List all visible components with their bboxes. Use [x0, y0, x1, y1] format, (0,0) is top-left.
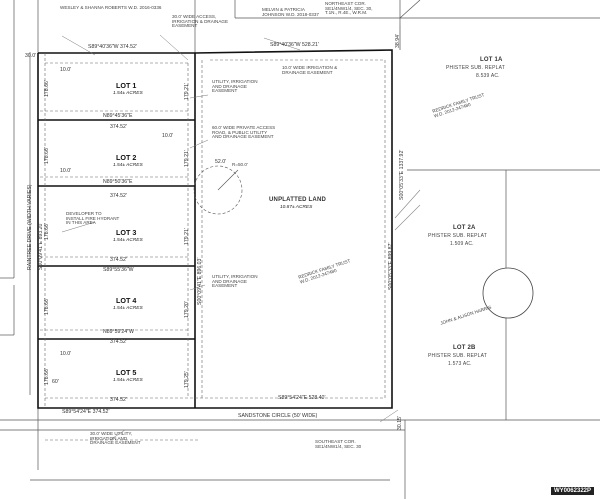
lot-1-depth-east: 179.21' [184, 83, 190, 100]
lot-2a-label: LOT 2A [453, 225, 476, 231]
leader-line [189, 139, 209, 149]
dim-label: 30.0' [25, 53, 37, 59]
south-bearing-east: S89°54'24"E 528.40' [278, 395, 326, 401]
north-bearing-east: S89°40'36"W 528.21' [270, 42, 319, 48]
leader-line [61, 35, 96, 56]
lot-3-acres: 1.54± ACRES [113, 238, 143, 243]
lot-4-depth: 178.66' [44, 298, 50, 315]
lot-5-label: LOT 5 [116, 368, 137, 377]
radius-label: R=50.0' [232, 162, 248, 167]
lot-2-bottom-bearing: N89°50'36"E [103, 179, 133, 185]
lot-3-label: LOT 3 [116, 228, 137, 237]
radius-line [217, 169, 239, 191]
lot-1a-acres: 8.539 AC. [476, 73, 500, 79]
dim-label: 10.0' [60, 351, 72, 357]
boundary-line [399, 0, 421, 19]
lot-4-acres: 1.54± ACRES [113, 306, 143, 311]
lot-5-depth-east: 179.25' [184, 371, 190, 388]
leader-line [263, 37, 301, 51]
easement-note-top: 30.0' WIDE ACCESS, IRRIGATION & DRAINAGE… [172, 14, 229, 29]
cul-de-sac [193, 165, 243, 215]
sandstone-circle-label: SANDSTONE CIRCLE (50' WIDE) [238, 413, 318, 419]
lot-1-depth: 178.66' [44, 80, 50, 97]
southeast-corner-label: SOUTHEAST COR. SE1/4NW1/4, SEC. 30 [315, 439, 362, 449]
lot-3-bottom-bearing: S89°55'36"W [103, 267, 134, 273]
lot-1-bottom-bearing: N89°45'36"E [103, 113, 133, 119]
lot-2a-acres: 1.509 AC. [450, 241, 474, 247]
lot-3-depth: 178.66' [44, 223, 50, 240]
lot-width: 374.52' [110, 397, 127, 403]
lot-1a-label: LOT 1A [480, 57, 503, 63]
lot-2b-label: LOT 2B [453, 345, 476, 351]
lot-4-depth-east: 179.20' [184, 301, 190, 318]
lot-5-depth: 178.66' [44, 368, 50, 385]
owner-label-nw: WESLEY & SHANNA ROBERTS W.D. 2016-0336 [60, 5, 162, 10]
raintree-drive-label: RAINTREE DRIVE (WIDTH VARIES) [27, 184, 33, 270]
bottom-easement-note: 30.0' WIDE UTILITY, IRRIGATION AND DRAIN… [90, 431, 141, 446]
owner-label-ne: MELVIN & PATRICIA JOHNSON W.D. 2018-0337 [262, 7, 319, 17]
leader-line [109, 429, 126, 441]
lot-1a-sub: PHISTER SUB. REPLAT [446, 65, 505, 71]
lot-3-depth-east: 179.21' [184, 228, 190, 245]
lot-2-depth-east: 179.21' [184, 150, 190, 167]
lot-width: 374.52' [110, 193, 127, 199]
lot-5-acres: 1.54± ACRES [113, 378, 143, 383]
irrigation-easement-note: 10.0' WIDE IRRIGATION & DRAINAGE EASEMEN… [282, 65, 338, 75]
dim-label: 10.0' [60, 67, 72, 73]
northeast-corner-label: NORTHEAST COR. SE1/4NW1/4, SEC. 30, T.1N… [325, 1, 373, 16]
leader-line [61, 221, 96, 233]
leader-line [379, 409, 399, 423]
lot-2-label: LOT 2 [116, 153, 137, 162]
unplatted-land-label: UNPLATTED LAND [269, 197, 327, 203]
lot-2b-sub: PHISTER SUB. REPLAT [428, 353, 487, 359]
access-road-note: 60.0' WIDE PRIVATE ACCESS ROAD, & PUBLIC… [212, 125, 276, 140]
lot-4-bottom-bearing: N89°59'24"W [103, 329, 134, 335]
lot-2-acres: 1.54± ACRES [113, 163, 143, 168]
dim-label: 10.0' [162, 133, 174, 139]
lot-width: 374.52' [110, 339, 127, 345]
south-bearing-west: S89°54'24"E 374.52' [62, 409, 110, 415]
lot-1-acres: 1.54± ACRES [113, 91, 143, 96]
phister-cul-de-sac [482, 267, 534, 319]
leader-line [159, 34, 189, 61]
north-bearing-west: S89°40'36"W 374.52' [88, 44, 137, 50]
watermark: WY0062322P [550, 487, 594, 495]
lot-2-depth: 178.66' [44, 147, 50, 164]
utility-easement-note: UTILITY, IRRIGATION AND DRAINAGE EASEMEN… [212, 79, 258, 94]
lot-width: 374.52' [110, 124, 127, 130]
ne-tick-bearing: S00°05'33"E 1337.92' [399, 149, 405, 200]
dim-label: 30.15' [397, 416, 403, 430]
unplatted-land-acres: 10.87± ACRES [280, 205, 313, 210]
leader-line [189, 284, 206, 291]
dim-label: 38.94' [395, 34, 401, 48]
dim-label: 10.0' [60, 168, 72, 174]
lot-4-label: LOT 4 [116, 296, 137, 305]
utility-easement-note-2: UTILITY, IRRIGATION AND DRAINAGE EASEMEN… [212, 274, 258, 289]
dim-label: 52.0' [215, 159, 227, 165]
dim-label: 60' [52, 379, 59, 385]
fire-hydrant-note: DEVELOPER TO INSTALL FIRE HYDRANT IN THI… [66, 211, 120, 226]
plat-boundary [37, 49, 393, 409]
east-bearing: S00°05'33"E 899.87' [388, 242, 394, 290]
lot-width: 374.52' [110, 257, 127, 263]
mid-bearing: S00°09'41"E 896.03' [197, 257, 203, 305]
lot-2a-sub: PHISTER SUB. REPLAT [428, 233, 487, 239]
lot-1-label: LOT 1 [116, 81, 137, 90]
leader-line [189, 94, 209, 99]
lot-2b-acres: 1.573 AC. [448, 361, 472, 367]
